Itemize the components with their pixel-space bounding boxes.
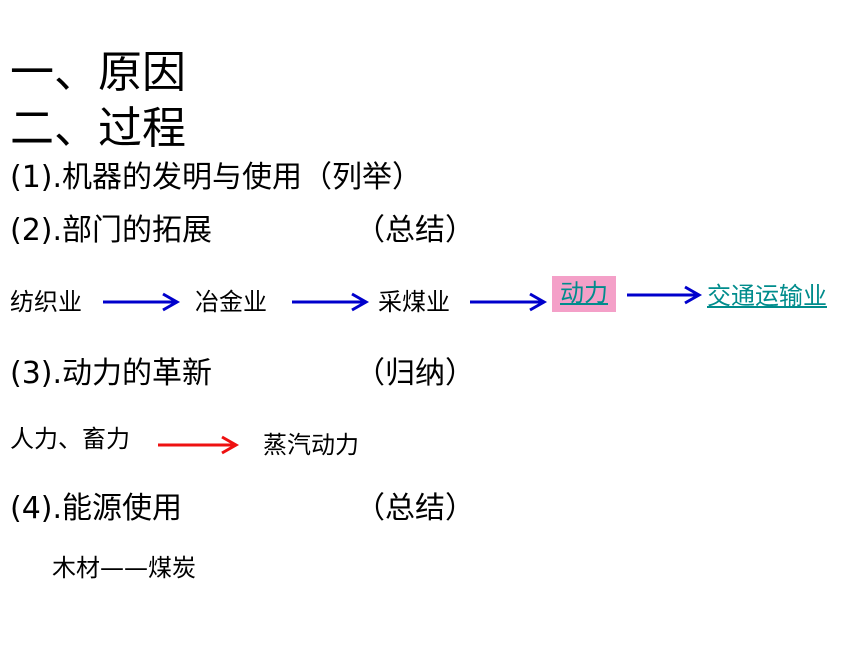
power-from: 人力、畜力 <box>10 425 130 453</box>
arrow-icon <box>103 292 181 312</box>
item-3: (3).动力的革新 <box>10 356 213 391</box>
chain-power-link[interactable]: 动力 <box>552 276 616 312</box>
item-2-note: （总结） <box>355 213 475 248</box>
item-2: (2).部门的拓展 <box>10 213 213 248</box>
heading-reason: 一、原因 <box>10 47 186 98</box>
arrow-icon <box>627 285 703 305</box>
heading-process: 二、过程 <box>10 103 186 154</box>
power-to: 蒸汽动力 <box>263 431 359 459</box>
chain-transport-link[interactable]: 交通运输业 <box>707 282 827 310</box>
arrow-icon <box>470 292 548 312</box>
arrow-icon <box>292 292 370 312</box>
chain-textile: 纺织业 <box>10 288 82 316</box>
chain-metallurgy: 冶金业 <box>195 288 267 316</box>
item-3-note: （归纳） <box>355 356 475 391</box>
item-1: (1).机器的发明与使用（列举） <box>10 160 423 195</box>
energy-line: 木材——煤炭 <box>52 554 196 582</box>
chain-power-label: 动力 <box>560 279 608 307</box>
item-4: (4).能源使用 <box>10 491 183 526</box>
chain-coal-mining: 采煤业 <box>378 288 450 316</box>
item-4-note: （总结） <box>355 491 475 526</box>
arrow-icon <box>158 435 240 455</box>
